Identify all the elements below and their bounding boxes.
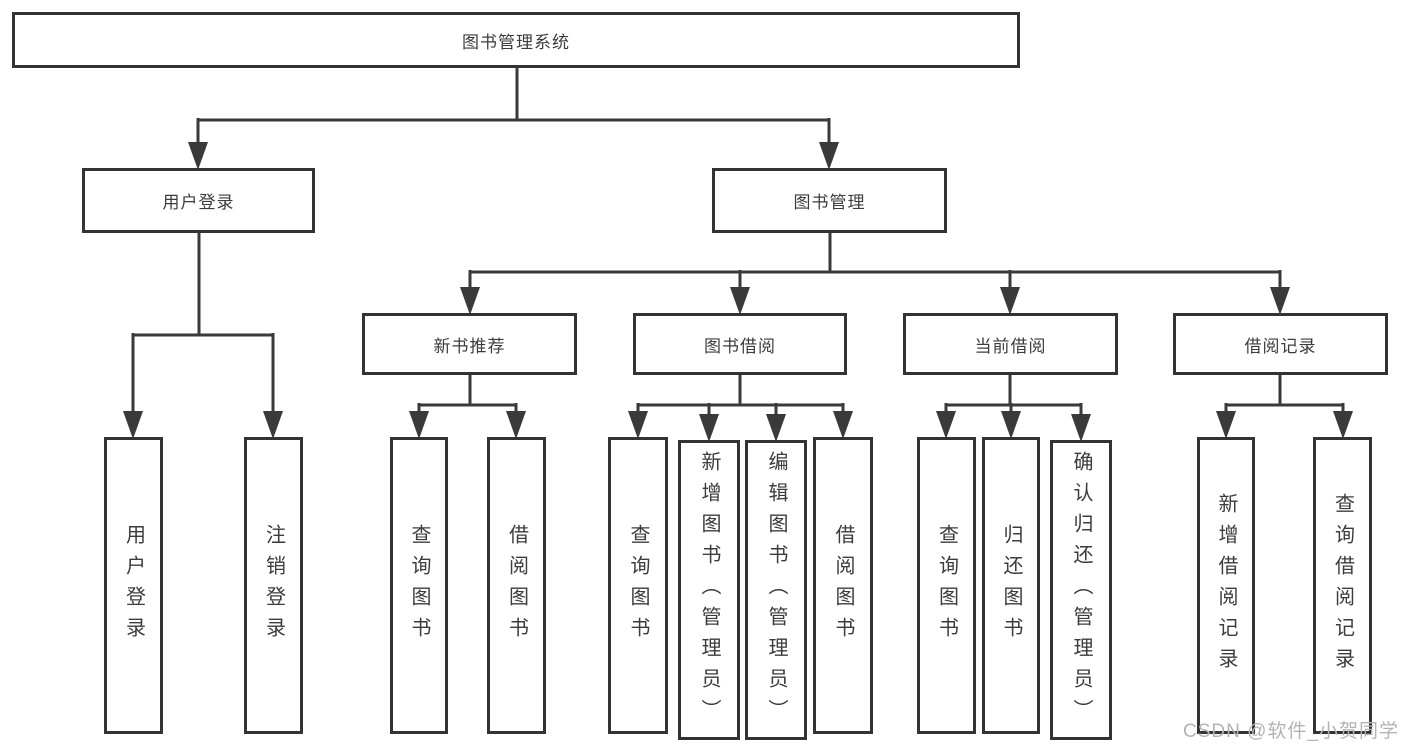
node-current-borrow: 当前借阅 <box>903 313 1118 375</box>
leaf-add-books-admin: 新增图书（管理员） <box>678 440 740 740</box>
leaf-query-books-2: 查询图书 <box>608 437 668 734</box>
leaf-edit-books-admin: 编辑图书（管理员） <box>745 440 807 740</box>
leaf-query-books-1: 查询图书 <box>390 437 448 734</box>
node-borrow-records: 借阅记录 <box>1173 313 1388 375</box>
leaf-borrow-books-2: 借阅图书 <box>813 437 873 734</box>
watermark: CSDN @软件_小贺同学 <box>1183 721 1399 742</box>
leaf-query-borrow-record: 查询借阅记录 <box>1313 437 1372 734</box>
leaf-add-borrow-record: 新增借阅记录 <box>1197 437 1255 734</box>
leaf-query-books-3: 查询图书 <box>917 437 976 734</box>
leaf-logout: 注销登录 <box>244 437 303 734</box>
leaf-borrow-books-1: 借阅图书 <box>487 437 546 734</box>
node-book-borrow: 图书借阅 <box>633 313 847 375</box>
leaf-return-books: 归还图书 <box>982 437 1040 734</box>
node-new-book-recommend: 新书推荐 <box>362 313 577 375</box>
node-user-login-group: 用户登录 <box>82 168 315 233</box>
node-library-management-system: 图书管理系统 <box>12 12 1020 68</box>
leaf-user-login: 用户登录 <box>104 437 163 734</box>
node-book-management: 图书管理 <box>712 168 947 233</box>
leaf-confirm-return-admin: 确认归还（管理员） <box>1050 440 1112 740</box>
